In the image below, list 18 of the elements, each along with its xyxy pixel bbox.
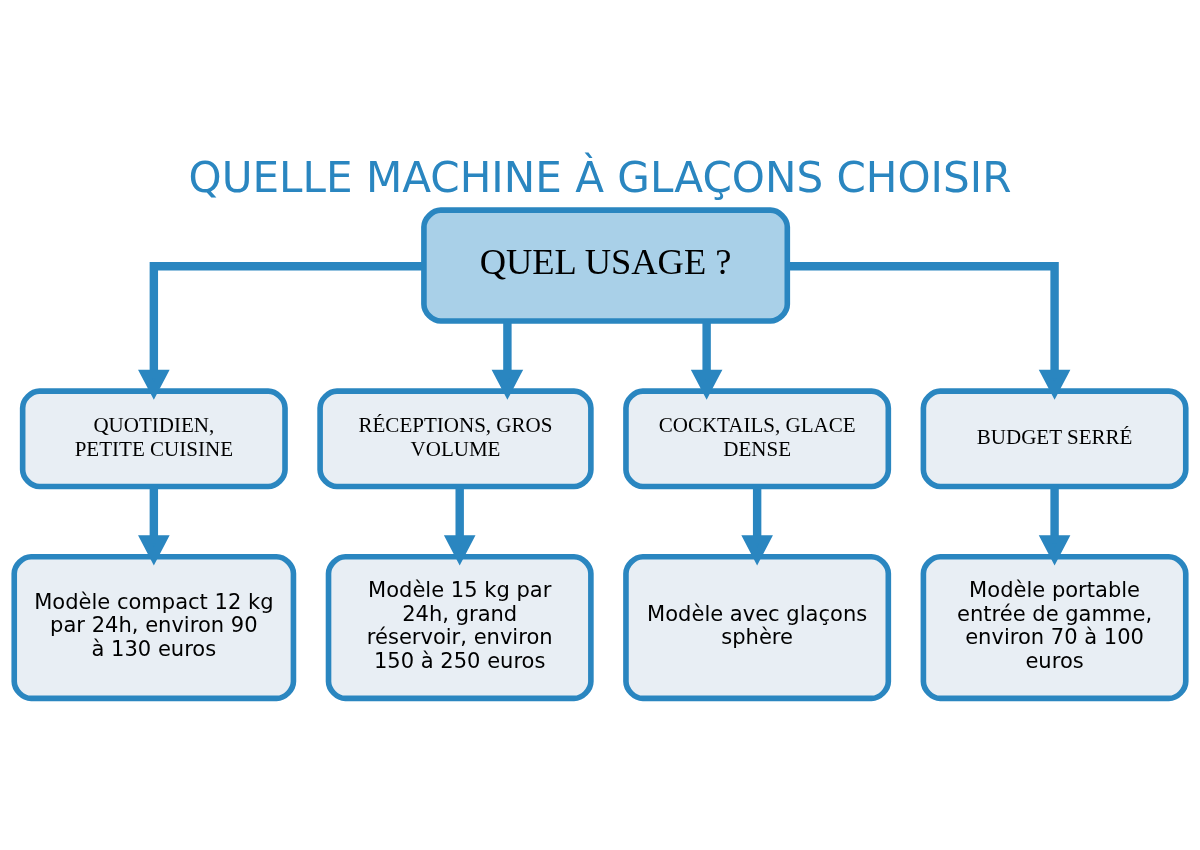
- node-box: Modèle portable entrée de gamme, environ 70 à 100 euros: [920, 553, 1189, 701]
- arrow: [443, 486, 476, 565]
- node-box: RÉCEPTIONS, GROS VOLUME: [317, 387, 594, 489]
- node-box: QUOTIDIEN, PETITE CUISINE: [19, 387, 288, 489]
- node-box: Modèle compact 12 kg par 24h, environ 90 à 130 euros: [11, 553, 297, 701]
- arrow: [138, 261, 424, 400]
- arrow: [690, 320, 723, 400]
- node-box: QUEL USAGE ?: [421, 206, 791, 324]
- diagram-title: QUELLE MACHINE À GLAÇONS CHOISIR: [188, 152, 1012, 202]
- arrow: [741, 486, 773, 565]
- arrow: [138, 486, 170, 565]
- arrow: [787, 261, 1071, 400]
- node-box: Modèle 15 kg par 24h, grand réservoir, environ 150 à 250 euros: [325, 553, 594, 701]
- node-box: Modèle avec glaçons sphère: [623, 553, 892, 701]
- node-box: BUDGET SERRÉ: [920, 387, 1189, 489]
- arrow: [1038, 486, 1071, 565]
- node-box: COCKTAILS, GLACE DENSE: [623, 387, 892, 489]
- arrow: [491, 320, 524, 400]
